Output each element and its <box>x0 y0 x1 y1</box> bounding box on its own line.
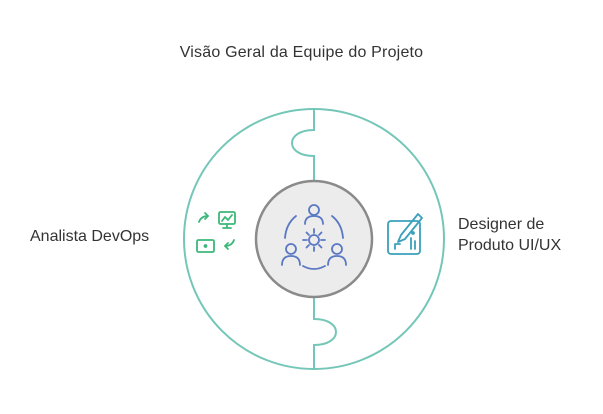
diagram-title: Visão Geral da Equipe do Projeto <box>179 44 424 61</box>
devops-analyst-label: Analista DevOps <box>30 228 150 245</box>
devops-monitor-icon <box>196 211 236 253</box>
ui-ux-designer-label-line1: Designer de <box>458 216 545 233</box>
team-gear-icon <box>281 204 347 270</box>
ui-ux-designer-label-line2: Produto UI/UX <box>458 237 562 254</box>
design-tablet-icon <box>387 213 423 255</box>
puzzle-divider <box>290 108 338 370</box>
ui-ux-designer-label: Designer de Produto UI/UX <box>458 214 598 256</box>
center-circle <box>254 179 374 299</box>
